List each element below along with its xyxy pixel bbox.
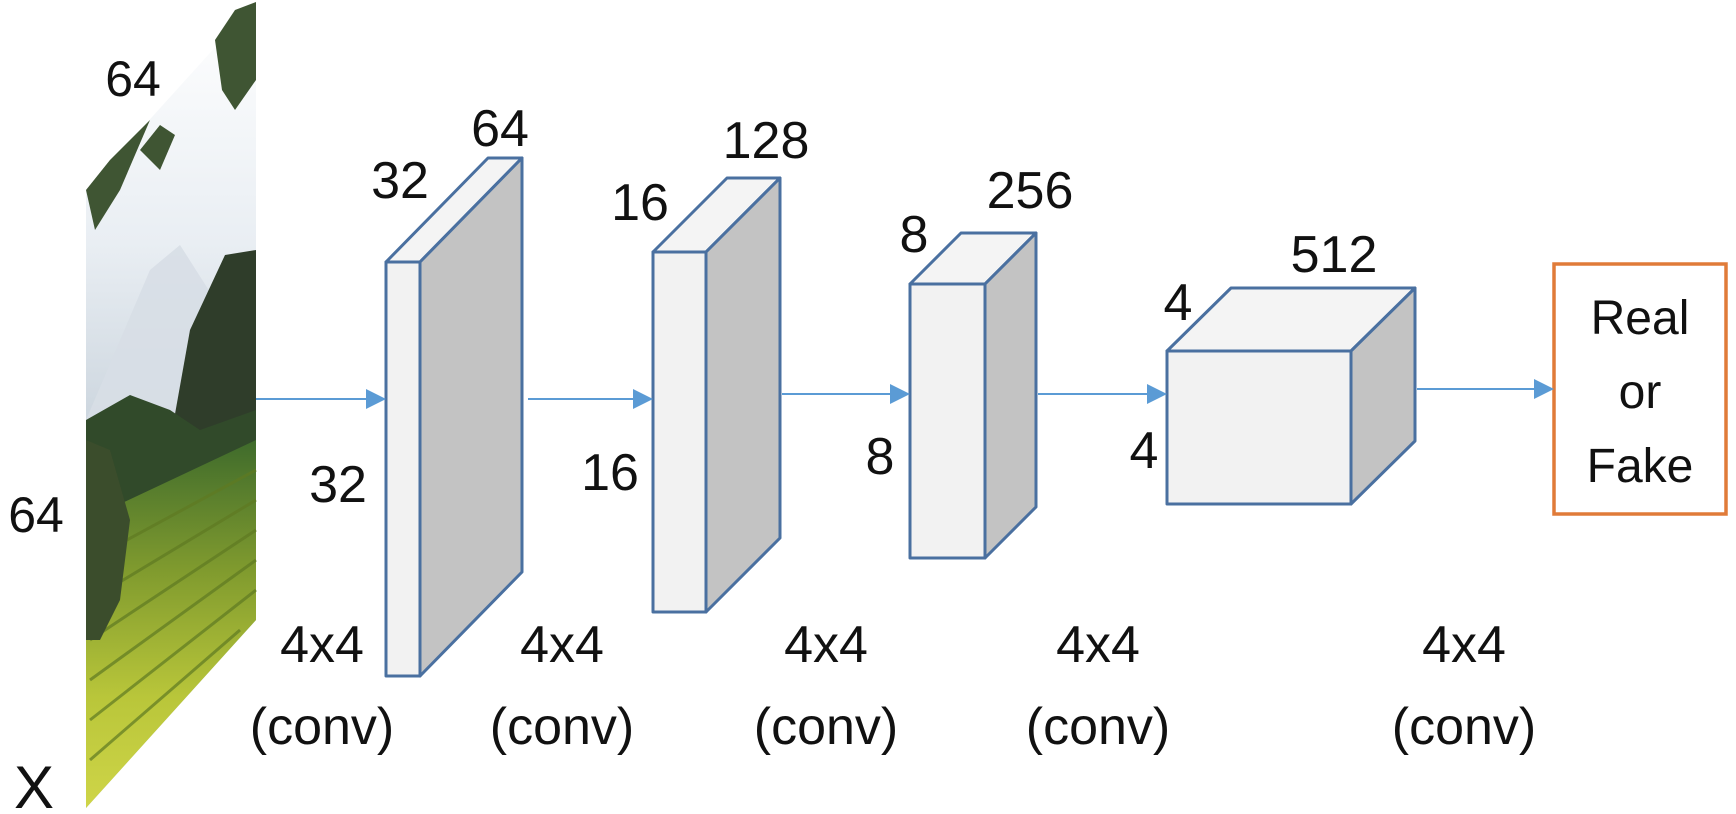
layer-2-width-label: 16: [611, 174, 669, 232]
op-2-type: (conv): [490, 698, 634, 756]
layer-4-depth-label: 512: [1291, 226, 1378, 284]
layer-1-front-face: [384, 260, 422, 678]
layer-1-depth-label: 64: [471, 100, 529, 158]
layer-4-front-face: [1165, 349, 1353, 506]
op-3-type: (conv): [754, 698, 898, 756]
layer-4-width-label: 4: [1164, 274, 1193, 332]
op-4-type: (conv): [1026, 698, 1170, 756]
op-3-kernel: 4x4: [784, 616, 868, 674]
op-5-type: (conv): [1392, 698, 1536, 756]
op-4-kernel: 4x4: [1056, 616, 1140, 674]
layer-2-front-face: [651, 250, 708, 614]
input-symbol: X: [14, 754, 54, 814]
op-2-kernel: 4x4: [520, 616, 604, 674]
layer-4-height-label: 4: [1130, 422, 1159, 480]
output-label-line-3: Fake: [1587, 440, 1694, 493]
op-1-type: (conv): [250, 698, 394, 756]
input-height-label: 64: [8, 487, 64, 543]
layer-2-side-face: [704, 176, 782, 614]
input-width-label: 64: [105, 51, 161, 107]
layer-2-depth-label: 128: [723, 112, 810, 170]
input-image: [86, 2, 257, 808]
layer-3-front-face: [908, 282, 987, 560]
op-5-kernel: 4x4: [1422, 616, 1506, 674]
arrow-1: [256, 389, 386, 409]
layer-2-height-label: 16: [581, 444, 639, 502]
layer-3-width-label: 8: [900, 206, 929, 264]
layer-4-block: [1165, 286, 1417, 506]
arrow-2: [528, 389, 653, 409]
arrow-4: [1038, 384, 1167, 404]
input-image-foliage: [86, 2, 256, 230]
layer-3-block: [908, 231, 1038, 560]
input-image-field-rows: [89, 468, 257, 762]
input-image-trees: [86, 395, 256, 520]
arrow-3: [782, 384, 910, 404]
layer-3-side-face: [983, 231, 1038, 560]
output-label-line-1: Real: [1591, 292, 1690, 345]
layer-3-height-label: 8: [866, 428, 895, 486]
layer-1-height-label: 32: [309, 456, 367, 514]
layer-3-depth-label: 256: [987, 162, 1074, 220]
input-image-foreground-tree: [86, 440, 130, 640]
op-1-kernel: 4x4: [280, 616, 364, 674]
output-box: [1552, 262, 1728, 516]
output-label-line-2: or: [1619, 366, 1662, 419]
arrow-5: [1417, 379, 1554, 399]
layer-1-width-label: 32: [371, 152, 429, 210]
layer-2-block: [651, 176, 782, 614]
layer-1-block: [384, 156, 524, 678]
